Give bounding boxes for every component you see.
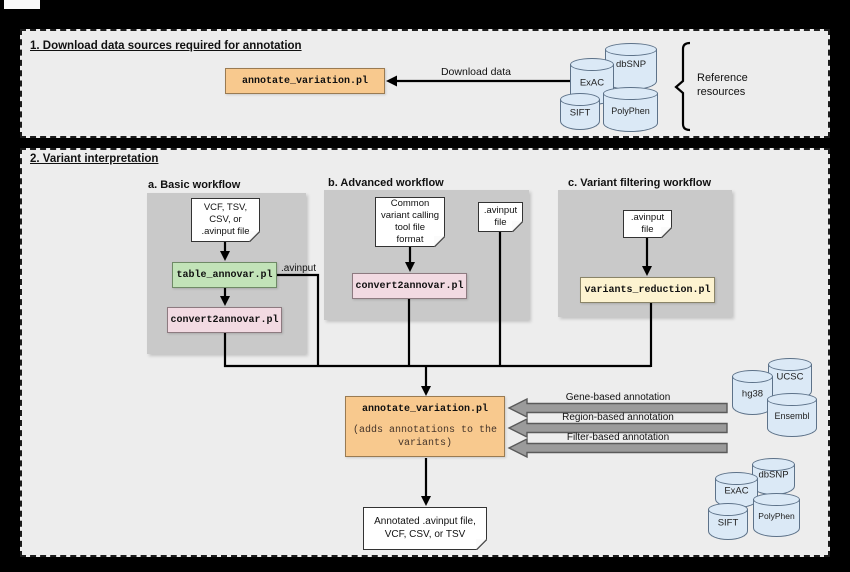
doc-line: Common	[390, 198, 430, 210]
section1-title: 1. Download data sources required for an…	[30, 40, 302, 52]
avinput-side-document: .avinput file	[478, 202, 523, 232]
cylinder-top-shape	[603, 87, 658, 100]
filter-annotation-label: Filter-based annotation	[566, 432, 670, 443]
database-cylinder-hg38: hg38	[732, 370, 773, 415]
cylinder-label: UCSC	[776, 371, 804, 383]
annotate-variation-main-box: annotate_variation.pl (adds annotations …	[345, 396, 505, 457]
database-cylinder-dbsnp-filter: dbSNP	[752, 458, 795, 495]
reference-resources-label: Reference resources	[697, 71, 748, 99]
reference-label-line: Reference	[697, 72, 748, 84]
cylinder-label: dbSNP	[758, 468, 789, 480]
folded-corner-icon	[249, 231, 260, 242]
table-annovar-box: table_annovar.pl	[172, 262, 277, 288]
folded-corner-icon	[476, 539, 487, 550]
cylinder-label: SIFT	[569, 106, 591, 118]
cylinder-label: ExAC	[579, 76, 605, 88]
database-cylinder-sift: SIFT	[560, 93, 600, 130]
cylinder-label: SIFT	[717, 516, 739, 528]
cylinder-label: PolyPhen	[611, 105, 650, 116]
doc-line: tool file	[394, 222, 426, 233]
folded-corner-icon	[661, 227, 672, 238]
cylinder-label: dbSNP	[615, 58, 647, 70]
database-cylinder-polyphen: PolyPhen	[603, 87, 658, 132]
advanced-workflow-label: b. Advanced workflow	[328, 177, 444, 189]
database-cylinder-ensembl: Ensembl	[767, 393, 817, 437]
doc-line: file	[494, 217, 507, 228]
doc-line: .avinput file	[201, 225, 250, 237]
section-download-data	[20, 29, 830, 138]
filtering-workflow-label: c. Variant filtering workflow	[568, 177, 712, 189]
avinput-edge-label: .avinput	[281, 263, 317, 274]
convert2annovar-basic-box: convert2annovar.pl	[167, 307, 282, 333]
cylinder-label: PolyPhen	[758, 510, 795, 521]
cylinder-top-shape	[768, 358, 812, 371]
cylinder-label: hg38	[741, 387, 764, 399]
cylinder-label: Ensembl	[774, 410, 810, 421]
cylinder-top-shape	[560, 93, 600, 106]
annotator-subtitle: (adds annotations to the variants)	[353, 424, 497, 450]
doc-line: VCF, CSV, or TSV	[384, 528, 466, 540]
cylinder-top-shape	[767, 393, 817, 406]
variants-reduction-box: variants_reduction.pl	[580, 277, 715, 303]
region-annotation-label: Region-based annotation	[562, 412, 674, 423]
section2-title: 2. Variant interpretation	[30, 153, 159, 165]
doc-line: variant calling	[380, 210, 440, 222]
download-data-label: Download data	[440, 66, 512, 78]
cylinder-top-shape	[753, 493, 800, 506]
annotator-title: annotate_variation.pl	[361, 403, 489, 415]
doc-line: CSV, or	[209, 214, 242, 226]
cylinder-top-shape	[715, 472, 758, 485]
doc-line: .avinput	[483, 205, 518, 217]
filtering-input-document: .avinput file	[623, 210, 672, 238]
output-document: Annotated .avinput file, VCF, CSV, or TS…	[363, 507, 487, 550]
doc-line: format	[396, 233, 424, 245]
cylinder-top-shape	[708, 503, 748, 516]
doc-line: VCF, TSV,	[203, 202, 248, 214]
annotate-variation-download-box: annotate_variation.pl	[225, 68, 385, 94]
reference-label-line: resources	[697, 86, 746, 98]
doc-line: file	[641, 224, 654, 235]
cylinder-top-shape	[570, 58, 614, 71]
cylinder-top-shape	[752, 458, 795, 471]
convert2annovar-advanced-box: convert2annovar.pl	[352, 273, 467, 299]
database-cylinder-sift-filter: SIFT	[708, 503, 748, 540]
cylinder-label: ExAC	[724, 485, 749, 497]
doc-line: Annotated .avinput file,	[374, 516, 476, 528]
window-corner-artifact	[4, 0, 40, 9]
basic-input-document: VCF, TSV, CSV, or .avinput file	[191, 198, 260, 242]
database-cylinder-polyphen-filter: PolyPhen	[753, 493, 800, 537]
annotator-subtitle-line: (adds annotations to the	[352, 424, 498, 436]
folded-corner-icon	[512, 221, 523, 232]
annotator-subtitle-line: variants)	[397, 437, 452, 449]
gene-annotation-label: Gene-based annotation	[565, 392, 671, 403]
cylinder-top-shape	[732, 370, 773, 383]
database-cylinder-exac-filter: ExAC	[715, 472, 758, 508]
cylinder-top-shape	[605, 43, 657, 56]
doc-line: .avinput	[630, 212, 665, 224]
folded-corner-icon	[434, 236, 445, 247]
basic-workflow-label: a. Basic workflow	[148, 179, 241, 191]
advanced-input-document: Common variant calling tool file format	[375, 197, 445, 247]
